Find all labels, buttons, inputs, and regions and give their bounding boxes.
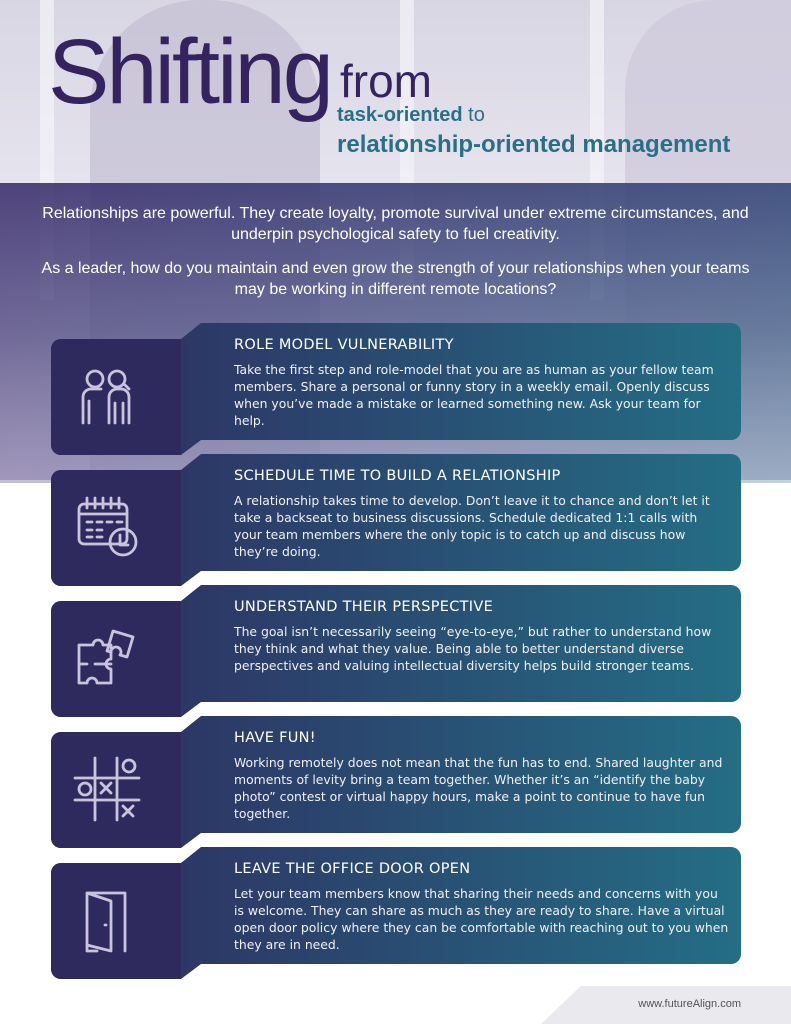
intro-paragraph-1: Relationships are powerful. They create …: [42, 205, 749, 243]
page-title: Shifting: [48, 21, 334, 123]
card-background: [51, 323, 741, 455]
card-background: [51, 585, 741, 717]
footer: www.futureAlign.com: [541, 986, 791, 1024]
card-text: Let your team members know that sharing …: [234, 886, 729, 952]
title-from: from: [340, 55, 432, 107]
card-text: A relationship takes time to develop. Do…: [234, 493, 710, 559]
card-text: The goal isn’t necessarily seeing “eye-t…: [234, 624, 712, 673]
card-1: ROLE MODEL VULNERABILITY Take the first …: [51, 323, 741, 456]
subtitle-line2: relationship-oriented management: [337, 131, 731, 158]
card-2: SCHEDULE TIME TO BUILD A RELATIONSHIP A …: [51, 454, 741, 587]
card-text: Working remotely does not mean that the …: [234, 755, 723, 821]
card-3: UNDERSTAND THEIR PERSPECTIVE The goal is…: [51, 585, 741, 718]
card-background: [51, 847, 741, 979]
tic-tac-toe-icon: [73, 756, 141, 822]
card-text: Take the first step and role-model that …: [234, 362, 714, 428]
footer-url[interactable]: www.futureAlign.com: [638, 998, 741, 1010]
card-title: LEAVE THE OFFICE DOOR OPEN: [234, 861, 471, 877]
calendar-clock-icon: [77, 496, 138, 557]
card-5: LEAVE THE OFFICE DOOR OPEN Let your team…: [51, 847, 741, 980]
card-title: SCHEDULE TIME TO BUILD A RELATIONSHIP: [234, 468, 561, 484]
open-door-icon: [85, 891, 127, 953]
card-title: UNDERSTAND THEIR PERSPECTIVE: [234, 599, 494, 615]
intro-paragraph-2: As a leader, how do you maintain and eve…: [41, 260, 750, 298]
card-title: ROLE MODEL VULNERABILITY: [234, 337, 454, 353]
card-title: HAVE FUN!: [234, 730, 316, 746]
card-background: [51, 454, 741, 586]
subtitle-line1: task-oriented to: [337, 104, 485, 126]
puzzle-icon: [77, 629, 135, 685]
people-icon: [81, 369, 131, 425]
card-4: HAVE FUN! Working remotely does not mean…: [51, 716, 741, 849]
